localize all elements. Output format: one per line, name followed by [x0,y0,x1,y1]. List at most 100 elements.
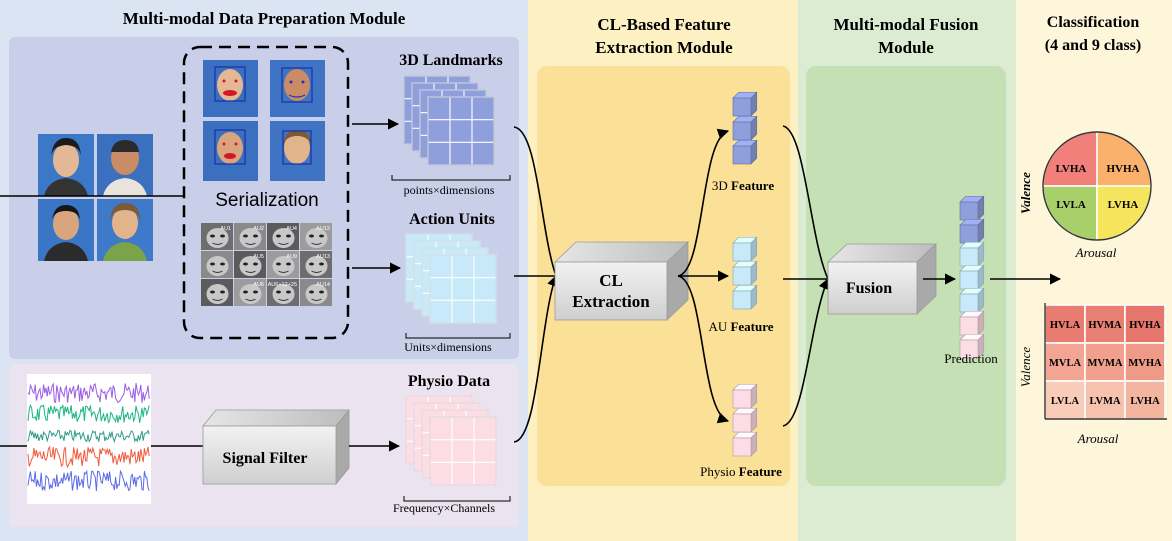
class-module-title-2: (4 and 9 class) [1045,37,1141,54]
au-code-label: AU2 [253,226,264,232]
signal-trace [27,429,150,444]
feature-3d-label: 3D Feature [712,178,774,193]
signal-trace [27,445,150,469]
feature-physio-label: Physio Feature [700,464,782,479]
landmark-face-grid [203,60,325,181]
cube [732,284,758,310]
grid-cell-label: HVMA [1088,320,1122,331]
signal-filter-label: Signal Filter [223,450,308,467]
nine-class-grid: HVLA HVMA HVHA MVLA MVMA MVHA LVLA LVMA LVHA [1044,303,1167,420]
quadrant-label: LVHA [1056,163,1087,175]
quadrant-label: LVLA [1056,199,1086,211]
signal-trace [27,382,150,404]
signal-filter-box: Signal Filter [202,408,350,486]
serialization-box [182,45,350,340]
au-title: Action Units [409,211,495,228]
grid-cell-label: HVLA [1050,320,1081,331]
physio-grid-layer [429,416,497,486]
cl-box-line2: Extraction [572,292,650,311]
au-code-label: AU6+12+25 [268,282,297,288]
au-face-thumb [201,251,233,278]
prediction-cube-stack [959,195,985,359]
physio-grid-stack [405,395,497,486]
landmarks-dims-bracket [391,175,511,181]
cube [959,241,985,267]
au-code-label: AU9 [286,254,297,260]
grid-cell [1044,380,1086,420]
cube [959,195,985,221]
landmarks-grid-layer [427,96,495,166]
au-face-thumb [201,279,233,306]
grid-cell-label: LVHA [1130,396,1160,407]
cube [732,431,758,457]
au-dims-label: Units×dimensions [404,340,492,354]
grid-cell [1044,342,1086,382]
face-photo [38,199,94,261]
au-grid-stack [405,233,497,324]
arousal-label-4class: Arousal [1075,245,1117,260]
face-photo [270,121,325,181]
landmarks-title: 3D Landmarks [399,52,503,69]
grid-cell-label: MVMA [1088,358,1123,369]
fusion-input-curves [782,125,830,427]
feature-cube-stacks [732,91,758,457]
au-face-thumb [201,223,233,250]
face-photo [203,60,258,117]
cl-extraction-box: CL Extraction [554,241,689,321]
cube [732,115,758,141]
class-section-bg [1016,0,1172,541]
cube [959,218,985,244]
grid-cell-label: MVLA [1049,358,1081,369]
landmarks-dims-label: points×dimensions [404,183,495,197]
physio-dims-label: Frequency×Channels [393,501,495,515]
au-code-label: AU5 [253,254,264,260]
prep-upper-panel [9,37,519,359]
physio-signals [27,382,150,492]
au-face-thumb [234,223,266,250]
au-dims-bracket [405,333,511,339]
face-photo [97,134,153,196]
face-photo [270,60,325,117]
grid-cell-label: HVHA [1129,320,1161,331]
grid-cell-label: LVLA [1051,396,1080,407]
cube [959,333,985,359]
fusion-module-title-1: Multi-modal Fusion [834,15,980,34]
au-face-thumb [234,279,266,306]
feature-au-label: AU Feature [708,319,773,334]
face-photo [38,134,94,196]
arousal-label-9class: Arousal [1077,431,1119,446]
cube [959,264,985,290]
cube [732,139,758,165]
valence-label-9class: Valence [1018,347,1033,388]
au-face-thumb [267,223,299,250]
cube [959,287,985,313]
cube [732,383,758,409]
cube [732,260,758,286]
cl-box-line1: CL [599,271,623,290]
grid-cell [1084,342,1126,382]
prediction-label: Prediction [944,351,998,366]
quadrant-label: LVHA [1108,199,1139,211]
au-face-thumb [267,251,299,278]
grid-cell-label: MVHA [1128,358,1162,369]
class-module-title-1: Classification [1047,14,1140,31]
serialization-label: Serialization [215,190,319,211]
grid-cell-label: LVMA [1089,396,1121,407]
cl-output-arrows [677,128,730,424]
cube [732,407,758,433]
au-face-thumb [234,251,266,278]
physio-title: Physio Data [408,373,490,390]
au-face-thumb [300,279,332,306]
valence-label-4class: Valence [1018,172,1033,214]
au-code-label: AU13 [316,254,330,260]
au-code-label: AU6 [253,282,264,288]
face-photo [97,199,153,261]
au-grid-layer [429,254,497,324]
signal-trace [27,469,150,492]
section-titles: Multi-modal Data Preparation Module CL-B… [123,9,1141,57]
signal-trace [27,404,150,424]
au-code-label: AU12 [316,226,330,232]
